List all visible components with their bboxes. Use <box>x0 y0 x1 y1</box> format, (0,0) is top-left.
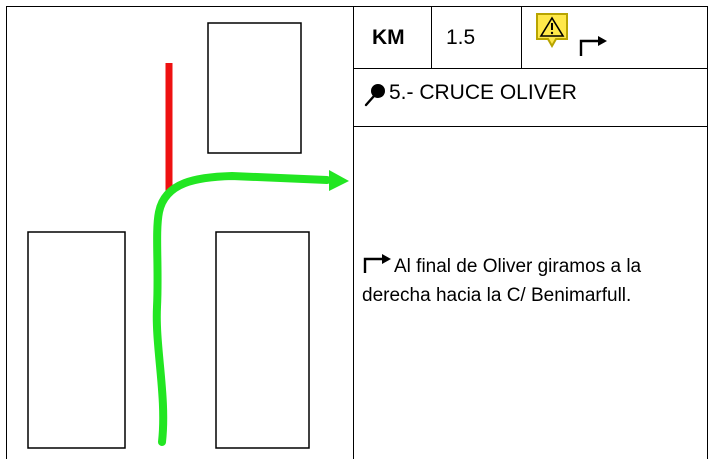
instruction-description: Al final de Oliver giramos a la derecha … <box>362 256 642 306</box>
route-line <box>152 171 331 446</box>
warning-triangle-icon <box>536 13 568 49</box>
route-arrow-head <box>329 170 349 191</box>
building-block-right <box>215 231 310 449</box>
instruction-text: Al final de Oliver giramos a la derecha … <box>362 252 697 310</box>
km-label: KM <box>354 7 432 68</box>
location-pin-icon <box>364 84 385 107</box>
route-diagram-svg <box>27 22 349 449</box>
building-block-left <box>27 231 126 449</box>
roadbook-info: KM 1.5 5.- CRUCE OLIVER Al final de Oli <box>354 6 708 459</box>
route-diagram <box>6 6 354 459</box>
title-row: 5.- CRUCE OLIVER <box>354 69 707 127</box>
km-row: KM 1.5 <box>354 7 707 69</box>
turn-right-icon <box>363 254 391 273</box>
km-value: 1.5 <box>432 7 522 68</box>
icons-cell <box>522 7 707 68</box>
waypoint-title: 5.- CRUCE OLIVER <box>389 81 577 104</box>
building-block-top <box>207 22 302 154</box>
turn-right-icon <box>579 36 607 56</box>
